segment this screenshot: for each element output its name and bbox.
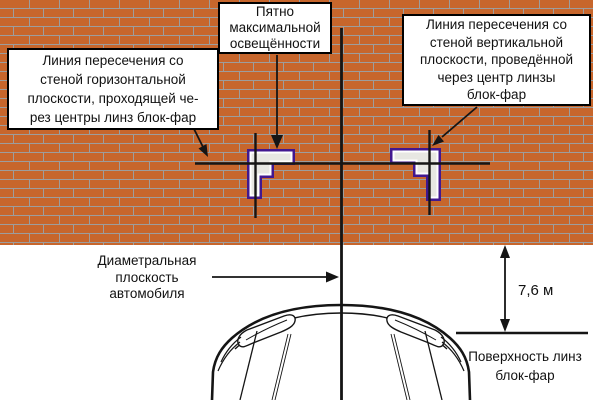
- arrowhead-right-icon: [326, 271, 339, 283]
- label-distance-value: 7,6 м: [518, 282, 554, 299]
- label-line: плоскости, проходящей че-: [27, 91, 199, 106]
- label-line: Поверхность линз: [468, 349, 582, 364]
- headlight-right-inner-line: [394, 319, 437, 341]
- label-line: через центр линзы: [437, 69, 556, 85]
- fender-line-right-2: [441, 341, 465, 372]
- headlight-left: [237, 314, 296, 348]
- hood-crease-left-thin-2: [274, 333, 292, 400]
- label-line: блок-фар: [466, 87, 527, 103]
- arrowhead-downleft-icon: [432, 135, 444, 146]
- vertical-label-arrow: [432, 106, 478, 146]
- label-line: плоскости, проведённой: [419, 52, 574, 68]
- label-line: стеной горизонтальной: [40, 72, 186, 87]
- diametral-plane-arrow: [212, 271, 339, 283]
- arrowhead-downright-icon: [198, 144, 208, 157]
- hood-crease-right-thin-2: [390, 333, 408, 400]
- horizontal-label-arrow: [193, 128, 208, 157]
- label-line: максимальной: [229, 20, 321, 35]
- label-line: Пятно: [255, 4, 295, 19]
- fender-line-left: [220, 336, 242, 363]
- label-line: автомобиля: [109, 286, 185, 301]
- arrowhead-up-icon: [500, 245, 510, 258]
- hood-crease-right-thin: [393, 333, 411, 400]
- label-line: Линия пересечения со: [42, 53, 184, 68]
- label-diametral-plane: Диаметральная плоскость автомобиля: [62, 253, 232, 303]
- label-vertical-plane-line: Линия пересечения со стеной вертикальной…: [402, 14, 591, 106]
- label-line: освещённости: [229, 36, 321, 51]
- fender-line-right: [440, 336, 462, 363]
- label-line: стеной вертикальной: [429, 34, 564, 50]
- label-lens-surface: Поверхность линз блок-фар: [460, 348, 590, 385]
- arrowhead-down-icon: [500, 319, 510, 332]
- label-line: блок-фар: [495, 367, 555, 383]
- headlight-left-inner-line: [245, 319, 288, 341]
- label-line: рез центры линз блок-фар: [29, 110, 197, 125]
- hood-crease-left-thin: [271, 333, 289, 400]
- label-line: Линия пересечения со: [425, 17, 568, 33]
- label-line: Диаметральная: [97, 253, 197, 268]
- hood-crease-left: [239, 330, 258, 400]
- hood-crease-right: [424, 330, 443, 400]
- distance-dimension-arrow: [500, 245, 510, 332]
- label-line: плоскость: [115, 269, 179, 285]
- label-max-illumination-spot: Пятно максимальной освещённости: [218, 2, 332, 54]
- headlight-right: [386, 314, 445, 348]
- label-horizontal-plane-line: Линия пересечения со стеной горизонтальн…: [7, 48, 219, 130]
- arrowhead-down-icon: [271, 135, 283, 149]
- fender-line-left-2: [217, 341, 241, 372]
- spot-label-arrow: [271, 55, 283, 149]
